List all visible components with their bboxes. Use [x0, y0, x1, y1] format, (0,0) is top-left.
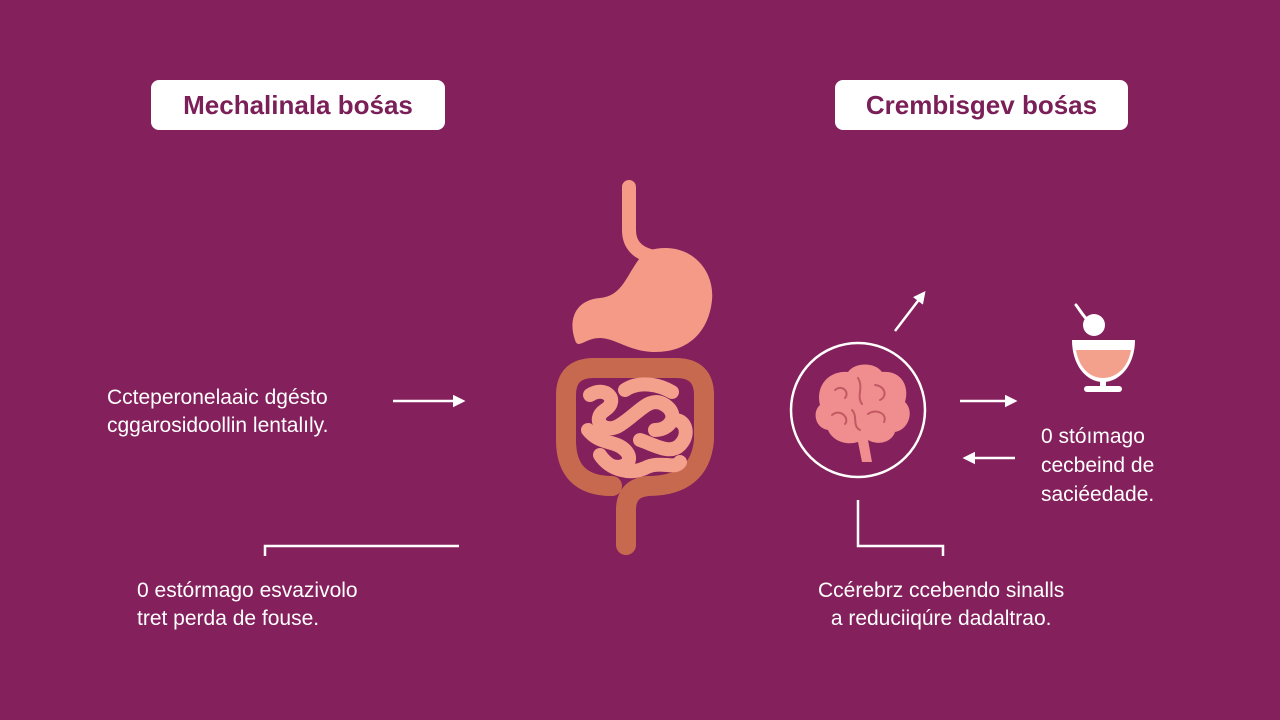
- digestive-system-icon: [556, 180, 714, 555]
- stomach: [572, 248, 713, 352]
- left-title-pill: Mechalinala bośas: [151, 80, 445, 130]
- large-intestine: [556, 358, 714, 555]
- caption-line: saciéedade.: [1041, 483, 1155, 506]
- caption-line: Ccérebrz ccebendo sinalls: [818, 579, 1065, 602]
- arrow-up-right: [894, 291, 926, 332]
- right-title-pill: Crembisgev bośas: [835, 80, 1128, 130]
- brain-shape: [815, 364, 910, 462]
- caption-line: 0 estórmago esvazivolo: [137, 579, 358, 602]
- caption-right-mid: 0 stóımago cecbeind de saciéedade.: [1041, 422, 1154, 509]
- bracket-left-bottom: [263, 544, 459, 556]
- esophagus: [622, 180, 657, 263]
- caption-left-mid: Ccteperonelaaic dgésto cggarosidoollin l…: [107, 384, 328, 440]
- caption-line: 0 stóımago: [1041, 425, 1145, 448]
- caption-line: cggarosidoollin lentalıly.: [107, 414, 329, 437]
- brain-folds: [831, 377, 886, 431]
- caption-line: cecbeind de: [1041, 454, 1155, 477]
- caption-right-bottom: Ccérebrz ccebendo sinalls a reduciiqúre …: [818, 577, 1064, 633]
- left-title: Mechalinala bośas: [183, 89, 413, 120]
- caption-left-bottom: 0 estórmago esvazivolo tret perda de fou…: [137, 577, 358, 633]
- small-intestine: [581, 377, 693, 479]
- caption-line: tret perda de fouse.: [137, 607, 320, 630]
- caption-line: a reduciiqúre dadaltrao.: [830, 607, 1052, 630]
- wine-glass-icon: [1072, 303, 1135, 392]
- right-title: Crembisgev bośas: [865, 89, 1098, 120]
- bracket-right-bottom: [856, 500, 945, 556]
- brain-icon: [789, 341, 927, 479]
- caption-line: Ccteperonelaaic dgésto: [107, 386, 328, 409]
